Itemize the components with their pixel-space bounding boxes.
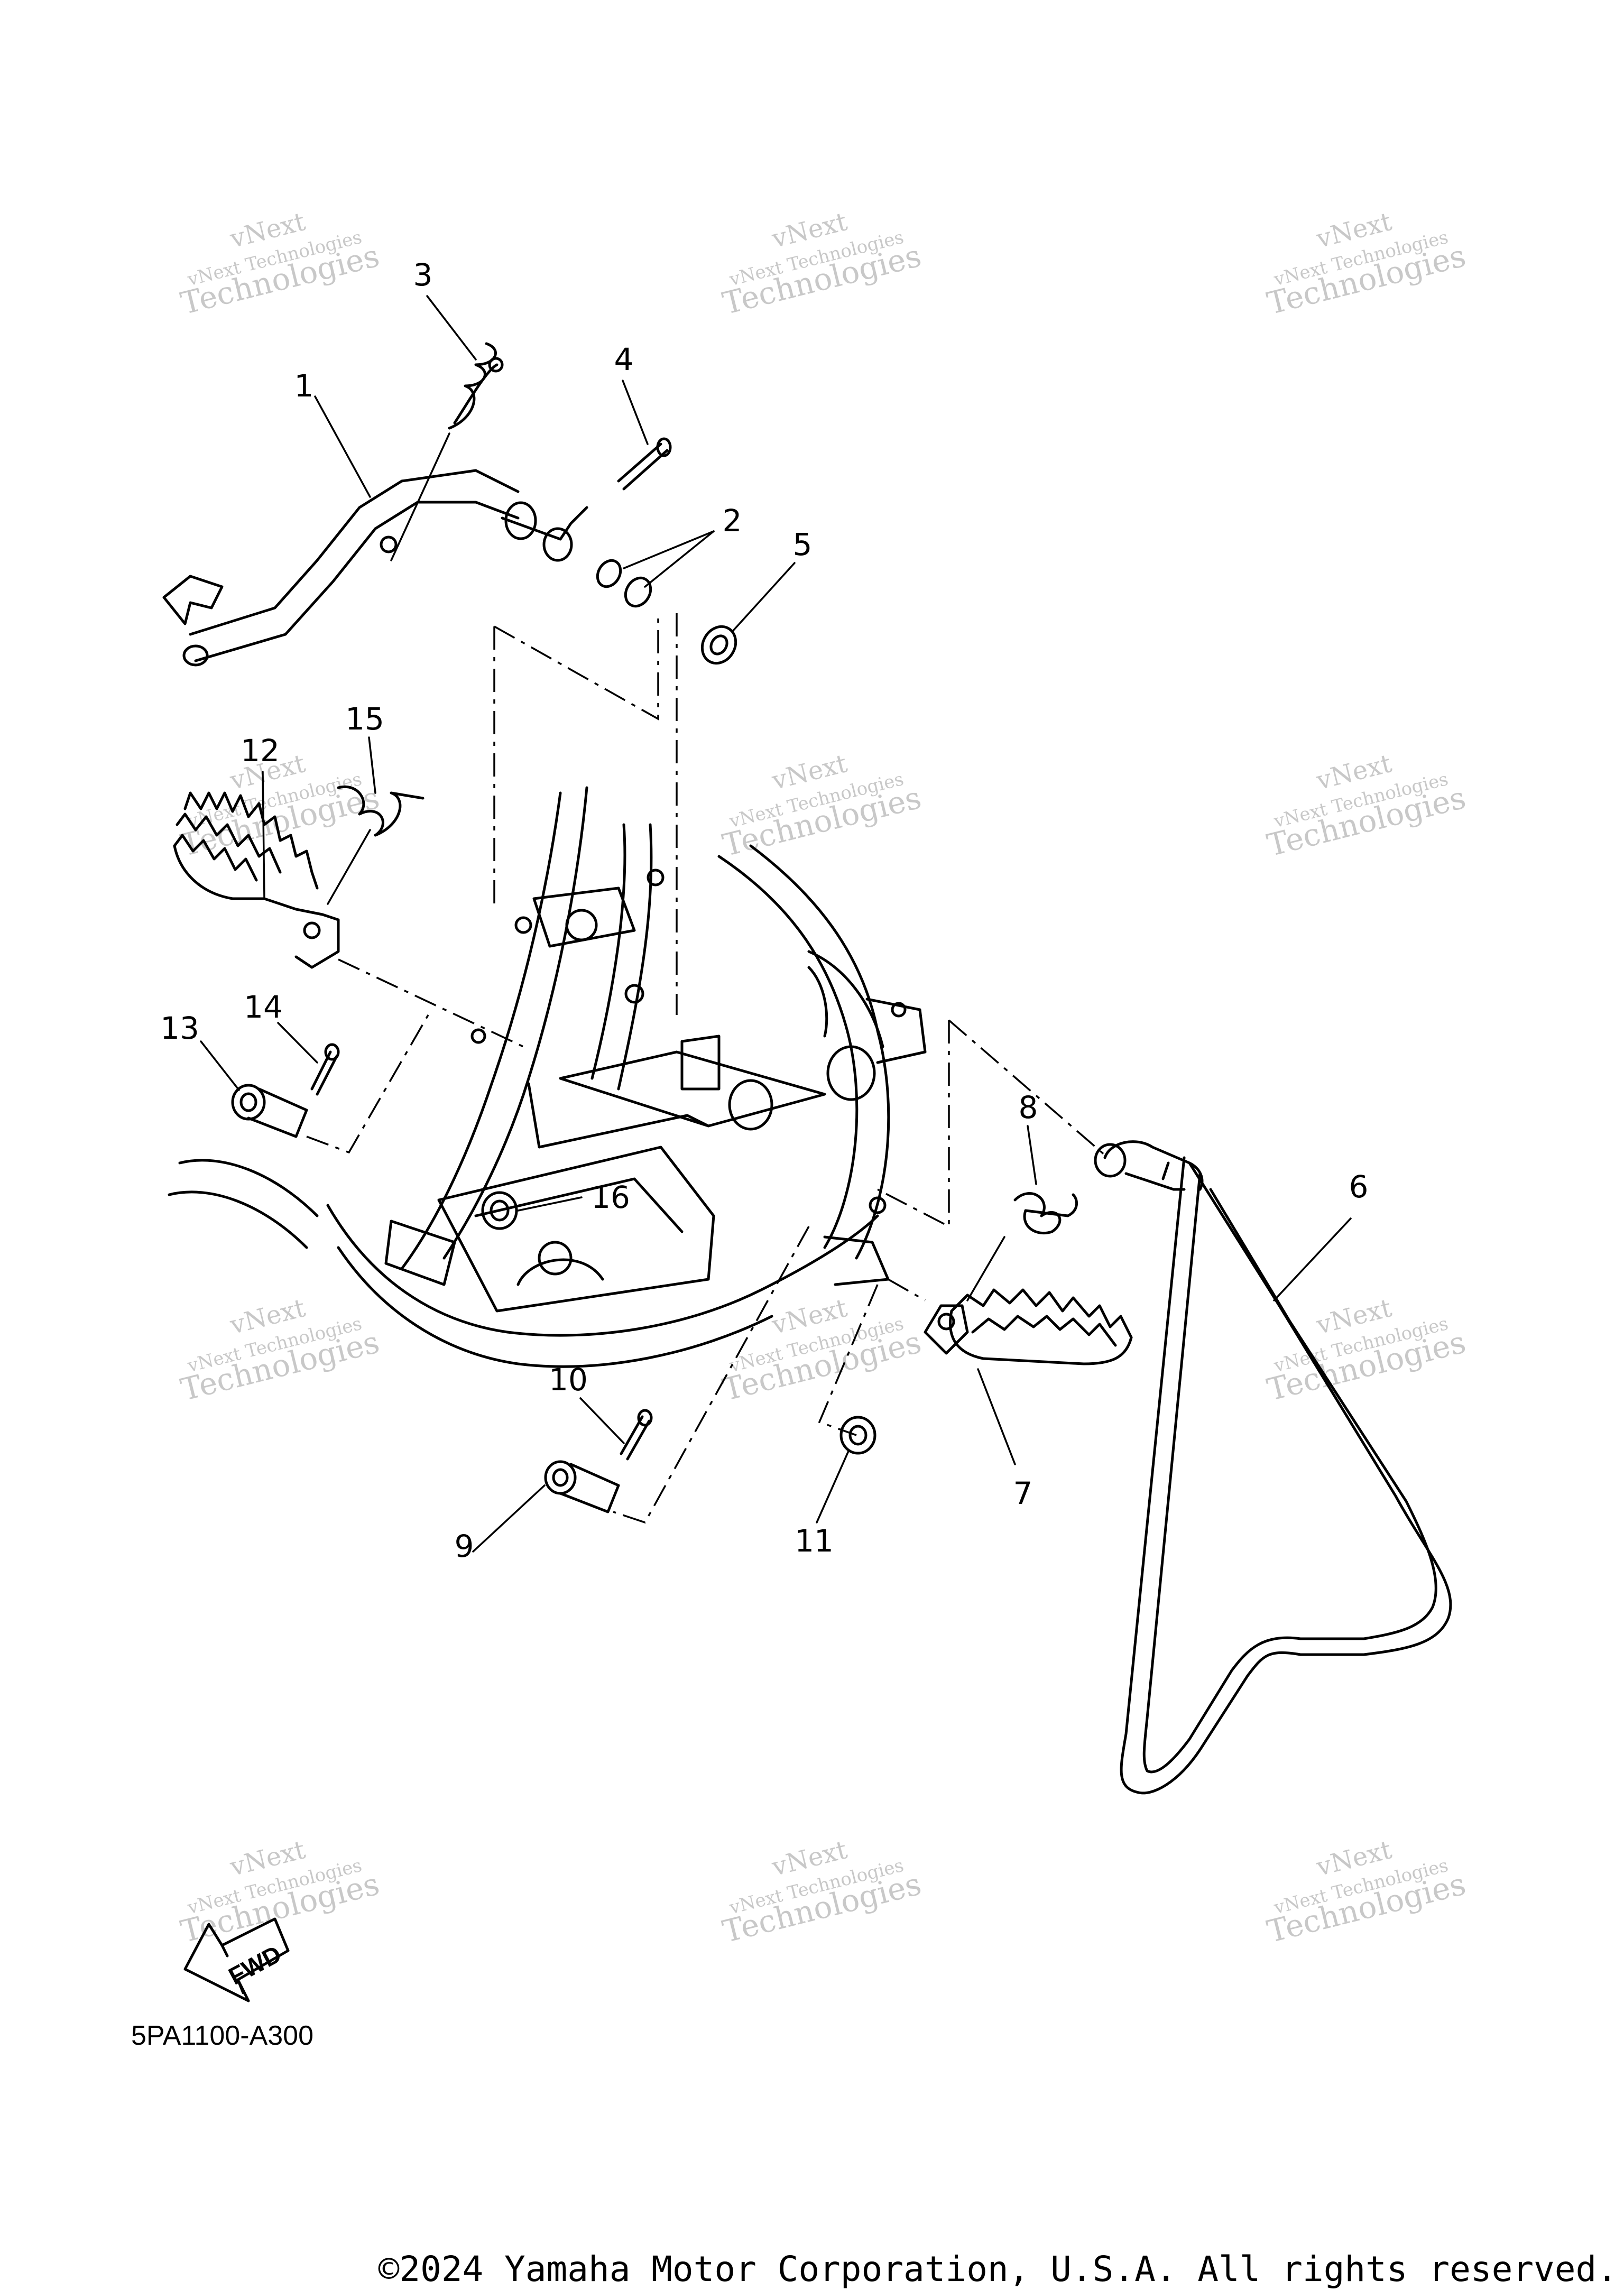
copyright-notice: ©2024 Yamaha Motor Corporation, U.S.A. A… xyxy=(379,2249,1618,2289)
callout-6: 6 xyxy=(1349,1169,1369,1205)
callout-13: 13 xyxy=(160,1010,199,1046)
callout-4: 4 xyxy=(614,341,634,377)
fwd-label: FWD xyxy=(224,1940,286,1990)
callout-3: 3 xyxy=(413,257,433,293)
callout-2: 2 xyxy=(723,503,742,539)
leader-lines xyxy=(200,295,1352,1553)
part-1-brake-pedal xyxy=(162,469,588,667)
callout-14: 14 xyxy=(244,989,283,1025)
callout-15: 15 xyxy=(345,701,384,737)
part-13-pin xyxy=(231,1084,308,1138)
callout-10: 10 xyxy=(549,1362,588,1398)
part-10-cotter-pin xyxy=(620,1409,653,1461)
callout-7: 7 xyxy=(1013,1475,1033,1511)
callout-9: 9 xyxy=(455,1528,474,1564)
part-16-collar xyxy=(481,1191,518,1230)
part-14-cotter-pin xyxy=(310,1043,340,1096)
part-12-left-footrest xyxy=(173,791,340,969)
callout-8: 8 xyxy=(1019,1089,1038,1125)
callout-11: 11 xyxy=(795,1523,834,1559)
part-15-spring xyxy=(327,785,425,905)
callout-16: 16 xyxy=(591,1179,630,1215)
part-8-spring xyxy=(966,1192,1078,1301)
part-9-pin xyxy=(544,1460,620,1513)
callout-12: 12 xyxy=(241,733,280,769)
assembly-lines xyxy=(306,613,1106,1524)
frame-drawing xyxy=(168,786,927,1368)
diagram-code: 5PA1100-A300 xyxy=(131,2020,313,2051)
part-5-collar xyxy=(700,625,737,665)
part-3-spring xyxy=(390,342,504,561)
part-11-collar xyxy=(839,1416,876,1455)
callout-labels: 1 2 3 4 5 6 7 8 9 10 11 12 13 14 15 16 xyxy=(160,257,1368,1564)
part-4-cotter-pin xyxy=(617,437,672,491)
callout-1: 1 xyxy=(294,368,314,404)
part-2-washers xyxy=(596,559,652,608)
part-7-right-footrest xyxy=(924,1288,1133,1465)
callout-5: 5 xyxy=(793,527,813,562)
part-6-sidestand xyxy=(1094,1140,1452,1795)
